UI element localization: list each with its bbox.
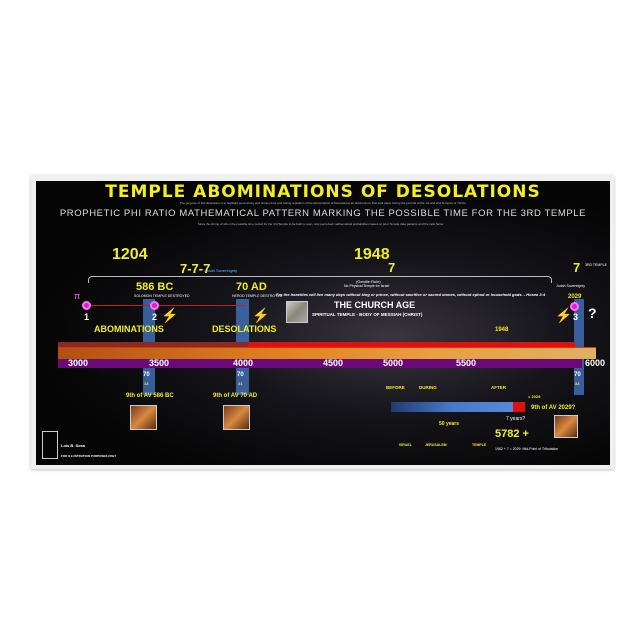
scroll-image [286,301,308,323]
number-1: 1 [84,312,90,322]
red-band-left [58,342,248,348]
year-ruler [58,347,596,359]
temple-image [554,415,578,438]
label-70ad: 70 AD [236,281,267,293]
no-temple: No Physical Temple for Israel [344,284,390,288]
year-1204: 1204 [112,246,148,263]
timeline-red-end [513,402,525,412]
poster-title: TEMPLE ABOMINATIONS OF DESOLATIONS [105,182,541,202]
scale-label: 6000 [585,358,606,368]
israel-label: ISRAEL [399,443,412,447]
seven-mid: 7 [388,260,396,275]
scale-label: 5000 [383,358,404,368]
third-temple-label: 3RD TEMPLE [585,263,607,267]
number-13: 13 [144,381,149,386]
seven-seven-seven: 7-7-7 [180,261,211,276]
label-586bc: 586 BC [136,281,174,293]
intro-text: The purpose of this illustration is to h… [179,201,467,205]
av-70ad: 9th of AV 70 AD [213,393,258,399]
poster: TEMPLE ABOMINATIONS OF DESOLATIONS The p… [36,181,610,465]
seventy-3: 70 [574,372,581,378]
logo [42,431,58,459]
bracket [88,276,552,283]
desolations-label: DESOLATIONS [212,324,277,334]
judah-sovereignty-right: Judah Sovereignty [556,284,585,288]
midpoint-note: 1982 + 7 = 2029: Mid-Point of Tribulatio… [495,447,559,451]
church-age-sub: SPIRITUAL TEMPLE - BODY OF MESSIAH (CHRI… [312,312,423,317]
hosea-quote: For the Israelites will live many days w… [276,292,546,297]
credit-name: Lois B. Sosa [61,443,86,448]
tribulation-timeline [391,402,513,412]
scale-label: 3500 [149,358,170,368]
during-label: DURING [419,385,437,390]
scale-label: 4000 [233,358,254,368]
label-586bc-sub: SOLOMON TEMPLE DESTROYED [134,294,190,298]
purple-scale-band [58,359,582,368]
seventy-2: 70 [237,372,244,378]
av-2029: 9th of AV 2029? [531,405,576,411]
lightning-icon: ⚡ [555,307,573,323]
temple-label: TEMPLE [472,443,487,447]
red-band-right [248,342,575,348]
av-586bc: 9th of AV 586 BC [126,393,174,399]
lightning-icon: ⚡ [252,307,270,323]
subtitle: PROPHETIC PHI RATIO MATHEMATICAL PATTERN… [59,208,587,219]
lightning-icon: ⚡ [161,307,179,323]
abominations-label: ABOMINATIONS [94,324,164,334]
temple-destruction-image [223,405,250,430]
number-21: 21 [238,381,243,386]
jerusalem-label: JERUSALEM [425,443,447,447]
seven-right: 7 [573,260,581,275]
scale-label: 5500 [456,358,477,368]
seventy-1: 70 [143,372,150,378]
seven-years: 7 years? [506,416,526,422]
year-1948: 1948 [495,327,509,333]
scale-label: 3000 [68,358,89,368]
question-mark: ? [588,305,597,321]
gentile-rule: (Gentile Rule) [356,279,381,284]
church-age: THE CHURCH AGE [334,300,416,310]
temple-destruction-image [130,405,157,430]
calc-2029: = 2029 [528,394,541,399]
scale-label: 4500 [323,358,344,368]
fifty-years: 50 years [439,421,460,427]
temple-begin-icon [82,301,91,310]
judah-sovereignty: Judah Sovereignty [204,268,238,273]
label-70ad-sub: HEROD TEMPLE DESTROYED [232,294,283,298]
after-label: AFTER [491,385,506,390]
pi-symbol: π [74,291,81,301]
number-2: 2 [152,312,158,322]
year-2029: 2029 [568,294,582,300]
credit-note: FOR ILLUSTRATION PURPOSES ONLY [61,454,117,458]
year-5782: 5782 + [495,428,529,440]
number-33: 33 [575,381,580,386]
red-line [88,305,246,306]
before-label: BEFORE [386,385,405,390]
temple-begin-icon [150,301,159,310]
year-1948-top: 1948 [354,246,390,263]
number-3: 3 [573,312,579,322]
subtitle-paragraph: Since the timing of when the possible ti… [197,222,445,226]
temple-begin-icon [570,302,579,311]
